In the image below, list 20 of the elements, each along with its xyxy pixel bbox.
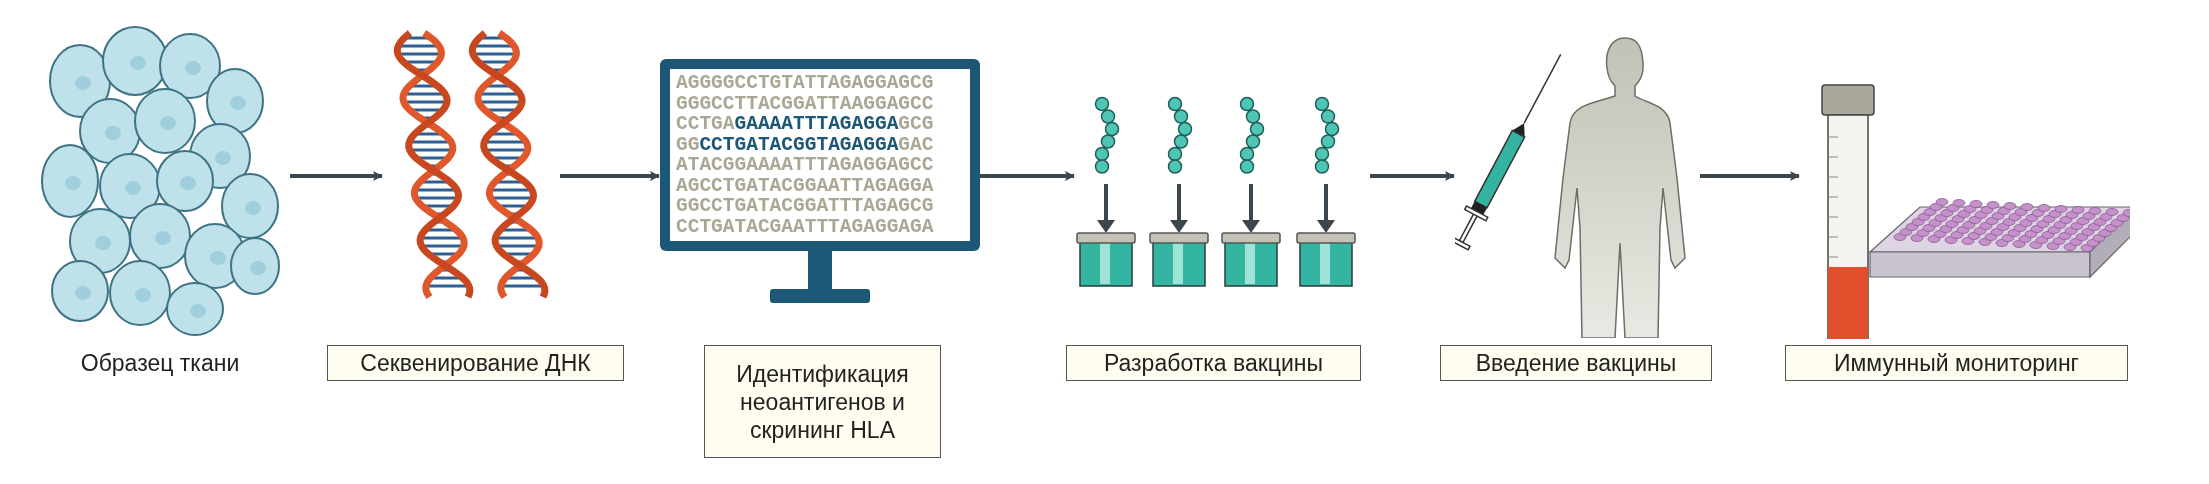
caption: Образец ткани — [60, 345, 260, 381]
dna-sequence-line: AGGGGCCTGTATTAGAGGAGCG — [676, 73, 935, 94]
caption-box: Разработка вакцины — [1066, 345, 1361, 381]
dna-sequence-line: CCTGATACGAATTTAGAGGAGA — [676, 216, 935, 237]
dna-sequence-line: AGCCTGATACGGAATTAGAGGA — [676, 175, 935, 196]
arrow — [290, 171, 383, 181]
arrow — [1370, 171, 1455, 181]
dna-sequence-line: ATACGGAAAATTTAGAGGAGCC — [676, 155, 935, 176]
caption-box: Иммунный мониторинг — [1785, 345, 2128, 381]
caption-box: Секвенирование ДНК — [327, 345, 624, 381]
dna-sequence-line: GGGCCTTACGGATTAAGGAGCC — [676, 93, 935, 114]
dna-sequence-line: GGCCTGATACGGATTTAGAGCG — [676, 196, 935, 217]
computer-monitor — [660, 59, 980, 251]
dna-sequence-line: CCTGAGAAAATTTAGAGGAGCG — [676, 114, 935, 135]
arrow — [560, 171, 660, 181]
dna-sequence-line: GGCCTGATACGGTAGAGGAGAC — [676, 134, 935, 155]
arrow — [1700, 171, 1800, 181]
caption-box: Идентификация неоантигенов и скрининг HLA — [704, 345, 941, 458]
arrow — [980, 171, 1075, 181]
caption-box: Введение вакцины — [1440, 345, 1712, 381]
